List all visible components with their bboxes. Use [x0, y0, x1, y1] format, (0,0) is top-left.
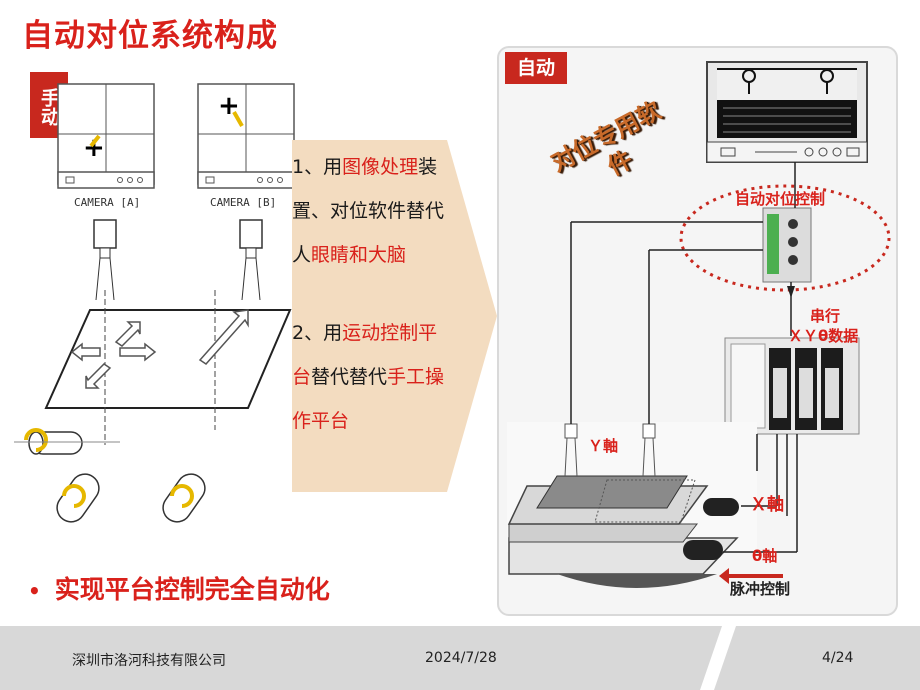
step-2: 2、用运动控制平台替代替代手工操作平台 [292, 311, 452, 443]
process-arrow-shape [292, 140, 497, 492]
motion-stage-icon [507, 422, 757, 588]
step2-prefix: 2、用 [292, 322, 343, 344]
controller-highlight [679, 184, 891, 292]
summary-bullet: • 实现平台控制完全自动化 [28, 570, 330, 606]
camera-b-icon [239, 219, 263, 301]
plc-icon [724, 337, 860, 435]
bullet-dot-icon: • [28, 579, 41, 603]
manual-diagram: + + [14, 83, 295, 523]
page-title: 自动对位系统构成 [22, 18, 278, 54]
camera-b-label: CAMERA [B] [210, 196, 277, 209]
summary-text: 实现平台控制完全自动化 [54, 575, 330, 604]
footer-divider [700, 626, 736, 690]
camera-icons [564, 423, 656, 477]
monitor-b-icon: + [197, 83, 295, 189]
step1-highlight-2: 眼睛和大脑 [311, 244, 407, 266]
footer-bar [0, 626, 920, 690]
step1-prefix: 1、用 [292, 156, 343, 178]
y-axis-label: Ｙ軸 [588, 437, 619, 455]
svg-text:+: + [83, 133, 105, 163]
monitor-a-icon: + [57, 83, 155, 189]
pulse-label: 脉冲控制 [730, 580, 791, 598]
serial-label: 串行 [810, 307, 841, 325]
controller-label: 自动对位控制 [735, 190, 826, 208]
footer-date: 2024/7/28 [425, 650, 497, 666]
roller-icons [28, 431, 206, 523]
wiring [570, 162, 798, 553]
controller-unit-icon [762, 207, 812, 283]
camera-a-label: CAMERA [A] [74, 196, 141, 209]
footer-page-number: 4/24 [822, 650, 854, 666]
pulse-arrow [719, 568, 783, 584]
step2-middle: 替代替代 [311, 366, 388, 388]
x-axis-label: Ｘ軸 [750, 495, 784, 515]
step-1: 1、用图像处理装置、对位软件替代人眼睛和大脑 [292, 145, 452, 277]
step1-highlight-1: 图像处理 [342, 156, 419, 178]
footer-company: 深圳市洛河科技有限公司 [72, 653, 226, 669]
xy-data-label: ＸＹθ数据 [788, 327, 859, 345]
step2-highlight-2: 手工操作平台 [292, 366, 445, 432]
step2-highlight-1: 运动控制平台 [292, 322, 438, 388]
monitor-icon [706, 61, 868, 163]
move-arrows-icon [70, 309, 249, 389]
step1-middle: 装置、对位软件替代人 [292, 156, 445, 266]
steps-text: 1、用图像处理装置、对位软件替代人眼睛和大脑 2、用运动控制平台替代替代手工操作… [292, 145, 452, 443]
auto-tag: 自动 [505, 52, 567, 84]
camera-a-icon [93, 219, 117, 301]
theta-axis-label: θ軸 [752, 547, 778, 565]
auto-diagram [507, 61, 891, 588]
